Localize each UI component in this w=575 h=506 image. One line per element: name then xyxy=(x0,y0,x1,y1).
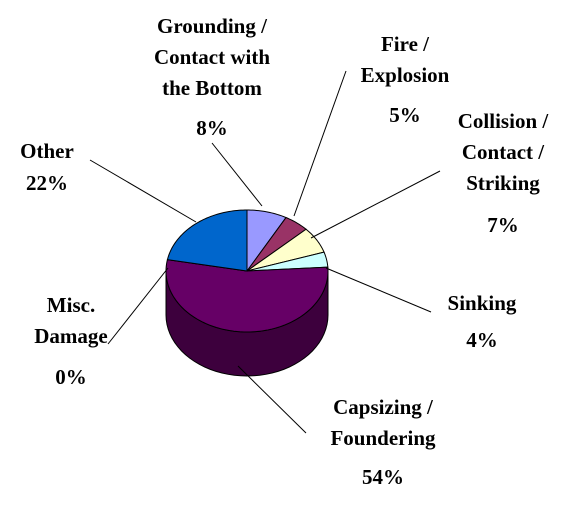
leader-line-capsizing xyxy=(237,365,307,434)
slice-percent-capsizing: 54% xyxy=(362,465,404,489)
slice-name-line: Explosion xyxy=(361,63,450,87)
slice-percent-misc: 0% xyxy=(55,365,87,389)
slice-name-line: Misc. xyxy=(47,293,95,317)
slice-name-line: Fire / xyxy=(381,32,430,56)
slice-label-misc: Misc. Damage xyxy=(34,293,107,348)
slice-percent-sinking: 4% xyxy=(466,328,498,352)
slice-label-fire: Fire / Explosion xyxy=(361,32,450,87)
slice-name-line: Other xyxy=(20,139,74,163)
slice-percent-grounding: 8% xyxy=(196,116,228,140)
slice-label-other: Other xyxy=(20,139,74,163)
slice-label-capsizing: Capsizing / Foundering xyxy=(330,395,436,450)
leader-line-collision xyxy=(310,170,441,239)
slice-name-line: Contact / xyxy=(462,140,545,164)
pie-slice-sinking xyxy=(246,251,329,272)
leader-line-sinking xyxy=(325,267,432,313)
slice-name-line: Capsizing / xyxy=(333,395,434,419)
slice-label-sinking: Sinking xyxy=(448,291,517,315)
slice-name-line: Sinking xyxy=(448,291,517,315)
slice-label-grounding: Grounding / Contact with the Bottom xyxy=(154,14,270,100)
leader-line-fire xyxy=(293,70,347,217)
slice-name-line: Contact with xyxy=(154,45,270,69)
leader-lines xyxy=(89,70,441,434)
pie-slice-capsizing xyxy=(165,259,329,333)
slice-label-collision: Collision / Contact / Striking xyxy=(458,109,550,195)
leader-line-other xyxy=(89,159,197,223)
pie-slice-collision xyxy=(246,228,325,272)
pie-slice-grounding xyxy=(246,209,287,273)
slice-name-line: Damage xyxy=(34,324,107,348)
leader-line-grounding xyxy=(211,142,263,207)
slice-name-line: Collision / xyxy=(458,109,550,133)
pie-slice-other xyxy=(166,209,248,272)
pie-top-layer xyxy=(165,209,329,333)
slice-name-line: Foundering xyxy=(330,426,436,450)
slice-labels: Grounding / Contact with the Bottom 8% Fire … xyxy=(20,14,549,489)
slice-percent-collision: 7% xyxy=(487,213,519,237)
slice-percent-fire: 5% xyxy=(389,103,421,127)
pie-slice-fire xyxy=(246,216,307,272)
slice-name-line: Striking xyxy=(466,171,540,195)
leader-line-misc xyxy=(107,267,169,345)
slice-name-line: Grounding / xyxy=(157,14,268,38)
slice-name-line: the Bottom xyxy=(162,76,262,100)
slice-percent-other: 22% xyxy=(26,171,68,195)
